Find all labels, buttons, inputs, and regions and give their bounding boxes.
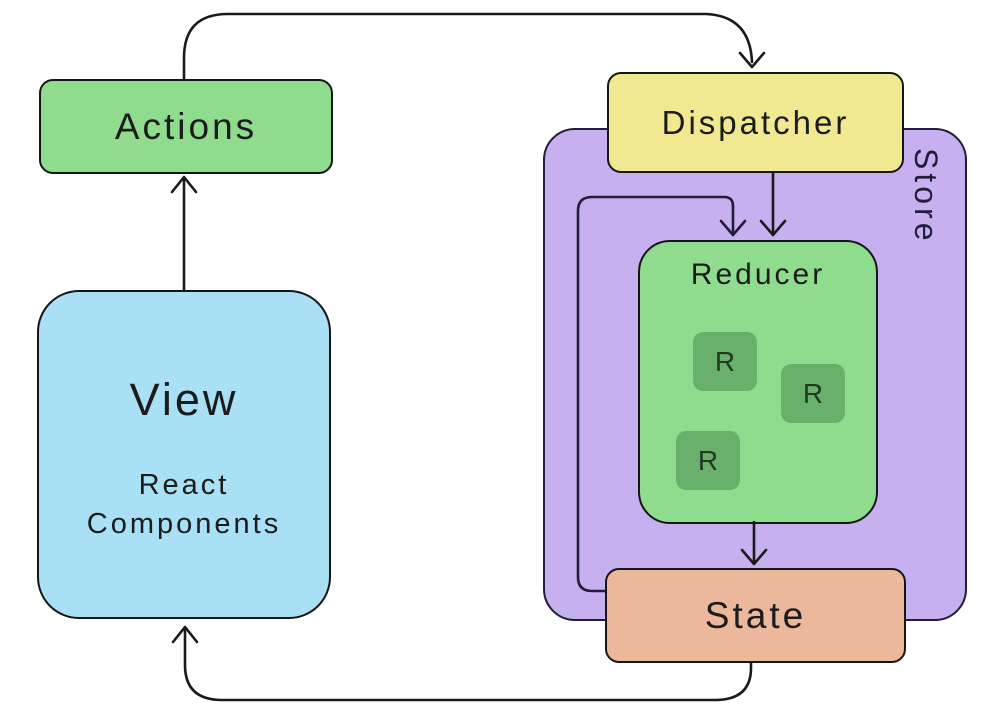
actions-label: Actions [114,105,258,147]
arrow-actions-to-dispatcher [182,12,766,80]
reducer-chip: R [676,431,740,490]
dispatcher-box: Dispatcher [607,72,904,173]
store-label: Store [908,148,944,245]
view-box: View React Components [37,290,331,619]
reducer-box: Reducer R R R [638,240,878,524]
state-box: State [605,568,906,663]
state-label: State [704,594,807,636]
arrow-view-to-actions [170,175,198,292]
reducer-label: Reducer [690,258,826,291]
dispatcher-label: Dispatcher [661,103,850,141]
reducer-chip: R [781,364,845,423]
view-subtitle: React Components [86,469,282,541]
store-container: Store Reducer R R R [543,128,967,621]
actions-box: Actions [39,79,333,174]
view-title: View [129,374,239,425]
reducer-chip: R [693,332,757,391]
